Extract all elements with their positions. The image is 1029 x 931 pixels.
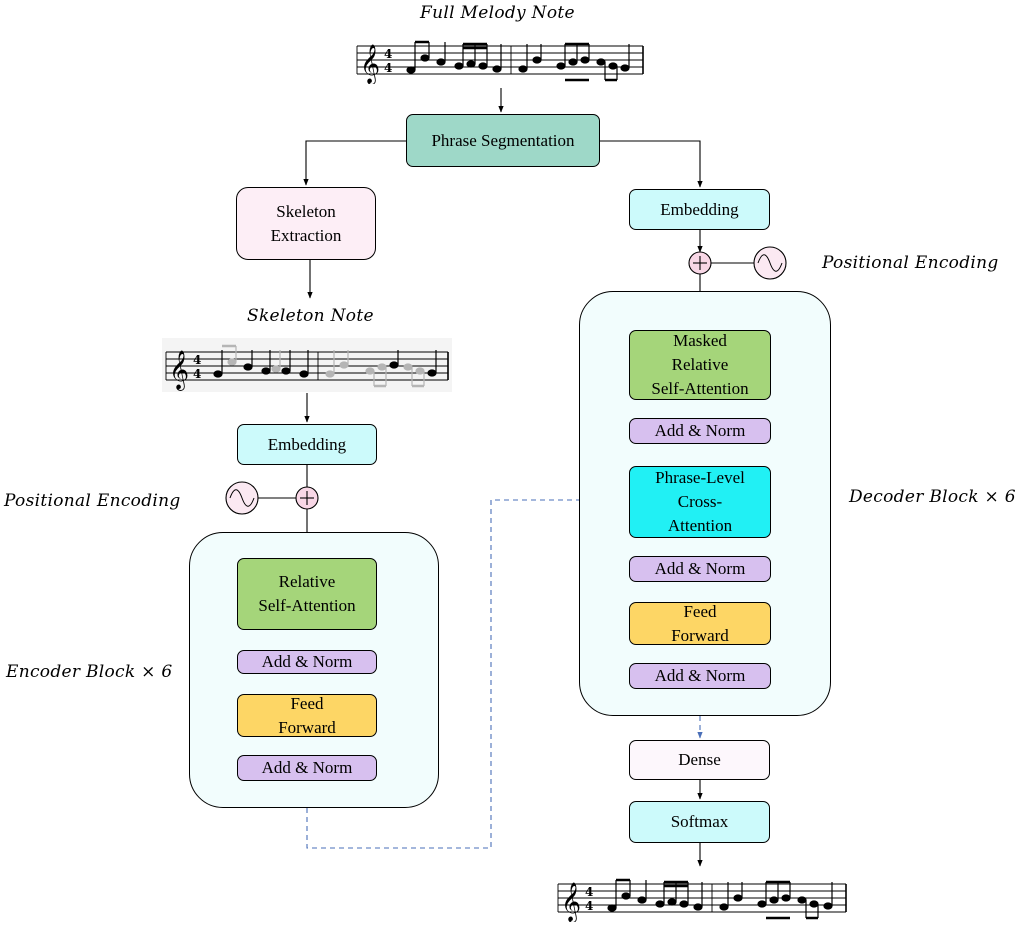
treble-clef-icon: 𝄞 [360,44,380,84]
add-circle-icon [688,251,712,275]
skeleton-staff: 𝄞 4 4 [162,338,452,392]
encoder-add-norm-2-box: Add & Norm [237,755,377,781]
svg-text:4: 4 [193,367,201,381]
encoder-feed-forward-box: Feed Forward [237,694,377,737]
svg-text:4: 4 [384,61,392,75]
decoder-add-norm-1-box: Add & Norm [629,418,771,444]
full-melody-label: Full Melody Note [420,3,575,23]
encoder-block-label: Encoder Block × 6 [6,662,173,682]
sine-wave-icon [225,481,259,515]
decoder-add-norm-2-box: Add & Norm [629,556,771,582]
treble-clef-icon: 𝄞 [169,350,189,391]
phrase-level-cross-attention-box: Phrase-Level Cross- Attention [629,466,771,538]
embedding-left-box: Embedding [237,424,377,465]
softmax-box: Softmax [629,801,770,843]
phrase-segmentation-box: Phrase Segmentation [406,114,600,167]
add-circle-icon [295,486,319,510]
dense-box: Dense [629,740,770,780]
skeleton-extraction-box: Skeleton Extraction [236,187,376,260]
treble-clef-icon: 𝄞 [561,882,581,922]
decoder-block-label: Decoder Block × 6 [849,487,1016,507]
melody-staff-top: 𝄞 4 4 [356,40,644,84]
svg-text:4: 4 [585,885,593,899]
positional-encoding-left-label: Positional Encoding [4,491,181,511]
melody-staff-bottom: 𝄞 4 4 [557,878,847,922]
positional-encoding-right-label: Positional Encoding [822,253,999,273]
svg-text:4: 4 [585,899,593,913]
decoder-feed-forward-box: Feed Forward [629,602,771,645]
skeleton-note-label: Skeleton Note [247,306,374,326]
svg-text:4: 4 [193,353,201,367]
decoder-add-norm-3-box: Add & Norm [629,663,771,689]
embedding-right-box: Embedding [629,189,770,230]
relative-self-attention-box: Relative Self-Attention [237,558,377,630]
encoder-add-norm-1-box: Add & Norm [237,650,377,674]
sine-wave-icon [753,246,787,280]
svg-text:4: 4 [384,47,392,61]
masked-relative-self-attention-box: Masked Relative Self-Attention [629,330,771,400]
